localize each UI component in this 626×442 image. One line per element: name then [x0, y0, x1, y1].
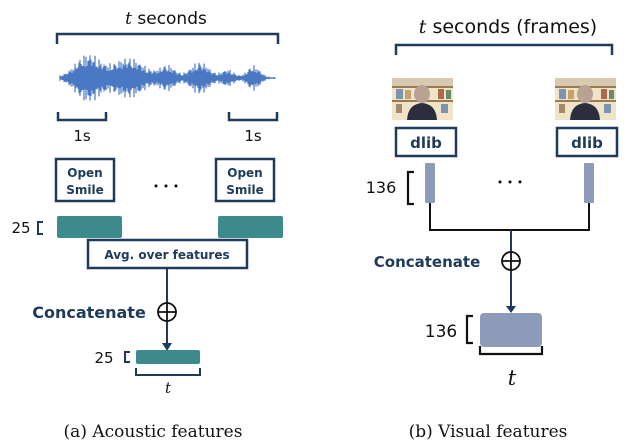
acoustic-concatenate-label: Concatenate — [32, 303, 146, 322]
opensmile-label-left-line2: Smile — [66, 183, 104, 197]
visual-arrowhead — [506, 306, 516, 313]
acoustic-feature-bar-right — [218, 216, 283, 238]
acoustic-feature-dim-label: 25 — [11, 219, 30, 237]
acoustic-output-bar — [136, 350, 200, 364]
visual-oplus-icon — [501, 251, 521, 271]
visual-feature-dim-label: 136 — [366, 178, 397, 197]
avg-over-features-label: Avg. over features — [104, 248, 229, 262]
visual-concatenate-label: Concatenate — [374, 253, 481, 271]
window-label-left: 1s — [73, 127, 91, 145]
visual-feature-bar-right — [584, 163, 594, 203]
visual-out-len-label: t — [508, 366, 517, 390]
audio-waveform — [59, 55, 276, 101]
visual-caption: (b) Visual features — [409, 422, 568, 442]
acoustic-duration-label: t seconds — [125, 9, 207, 29]
window-bracket-right — [227, 112, 279, 122]
video-frame-left — [392, 78, 453, 120]
opensmile-label-left-line1: Open — [67, 166, 102, 180]
acoustic-out-dim-bracket — [124, 351, 130, 363]
acoustic-oplus-icon — [157, 302, 177, 322]
window-bracket-left — [56, 112, 108, 122]
visual-merge-line — [429, 203, 590, 231]
acoustic-duration-bracket — [55, 32, 280, 44]
visual-ellipsis: • • • — [497, 176, 523, 189]
opensmile-box-left — [54, 157, 116, 203]
acoustic-out-len-label: t — [165, 379, 172, 397]
visual-out-dim-label: 136 — [425, 322, 457, 342]
dlib-label-right: dlib — [571, 134, 603, 152]
dlib-box-right — [555, 126, 619, 158]
visual-duration-bracket — [394, 43, 614, 55]
visual-duration-label: t seconds (frames) — [419, 16, 597, 38]
opensmile-label-right-line2: Smile — [226, 183, 264, 197]
acoustic-feature-bar-left — [57, 216, 122, 238]
opensmile-label-right-line1: Open — [227, 166, 262, 180]
visual-out-dim-bracket — [465, 314, 473, 345]
visual-feature-bar-left — [425, 163, 435, 203]
visual-panel: t seconds (frames) — [366, 16, 619, 442]
visual-feature-dim-bracket — [406, 170, 414, 206]
acoustic-ellipsis: • • • — [153, 180, 179, 193]
video-frame-right — [555, 78, 616, 120]
acoustic-caption: (a) Acoustic features — [64, 422, 243, 442]
acoustic-arrowhead — [162, 343, 172, 351]
dlib-label-left: dlib — [410, 134, 442, 152]
opensmile-box-right — [214, 157, 276, 203]
acoustic-feature-dim-bracket — [37, 221, 43, 235]
window-label-right: 1s — [244, 127, 262, 145]
visual-output-block — [480, 313, 542, 347]
acoustic-panel: t seconds 1s 1s Open Smile Open Smile • … — [11, 9, 283, 442]
waveform-trace — [59, 55, 276, 101]
visual-out-len-bracket — [478, 346, 544, 356]
dlib-box-left — [394, 126, 458, 158]
acoustic-out-dim-label: 25 — [94, 349, 113, 367]
acoustic-out-len-bracket — [135, 368, 201, 376]
